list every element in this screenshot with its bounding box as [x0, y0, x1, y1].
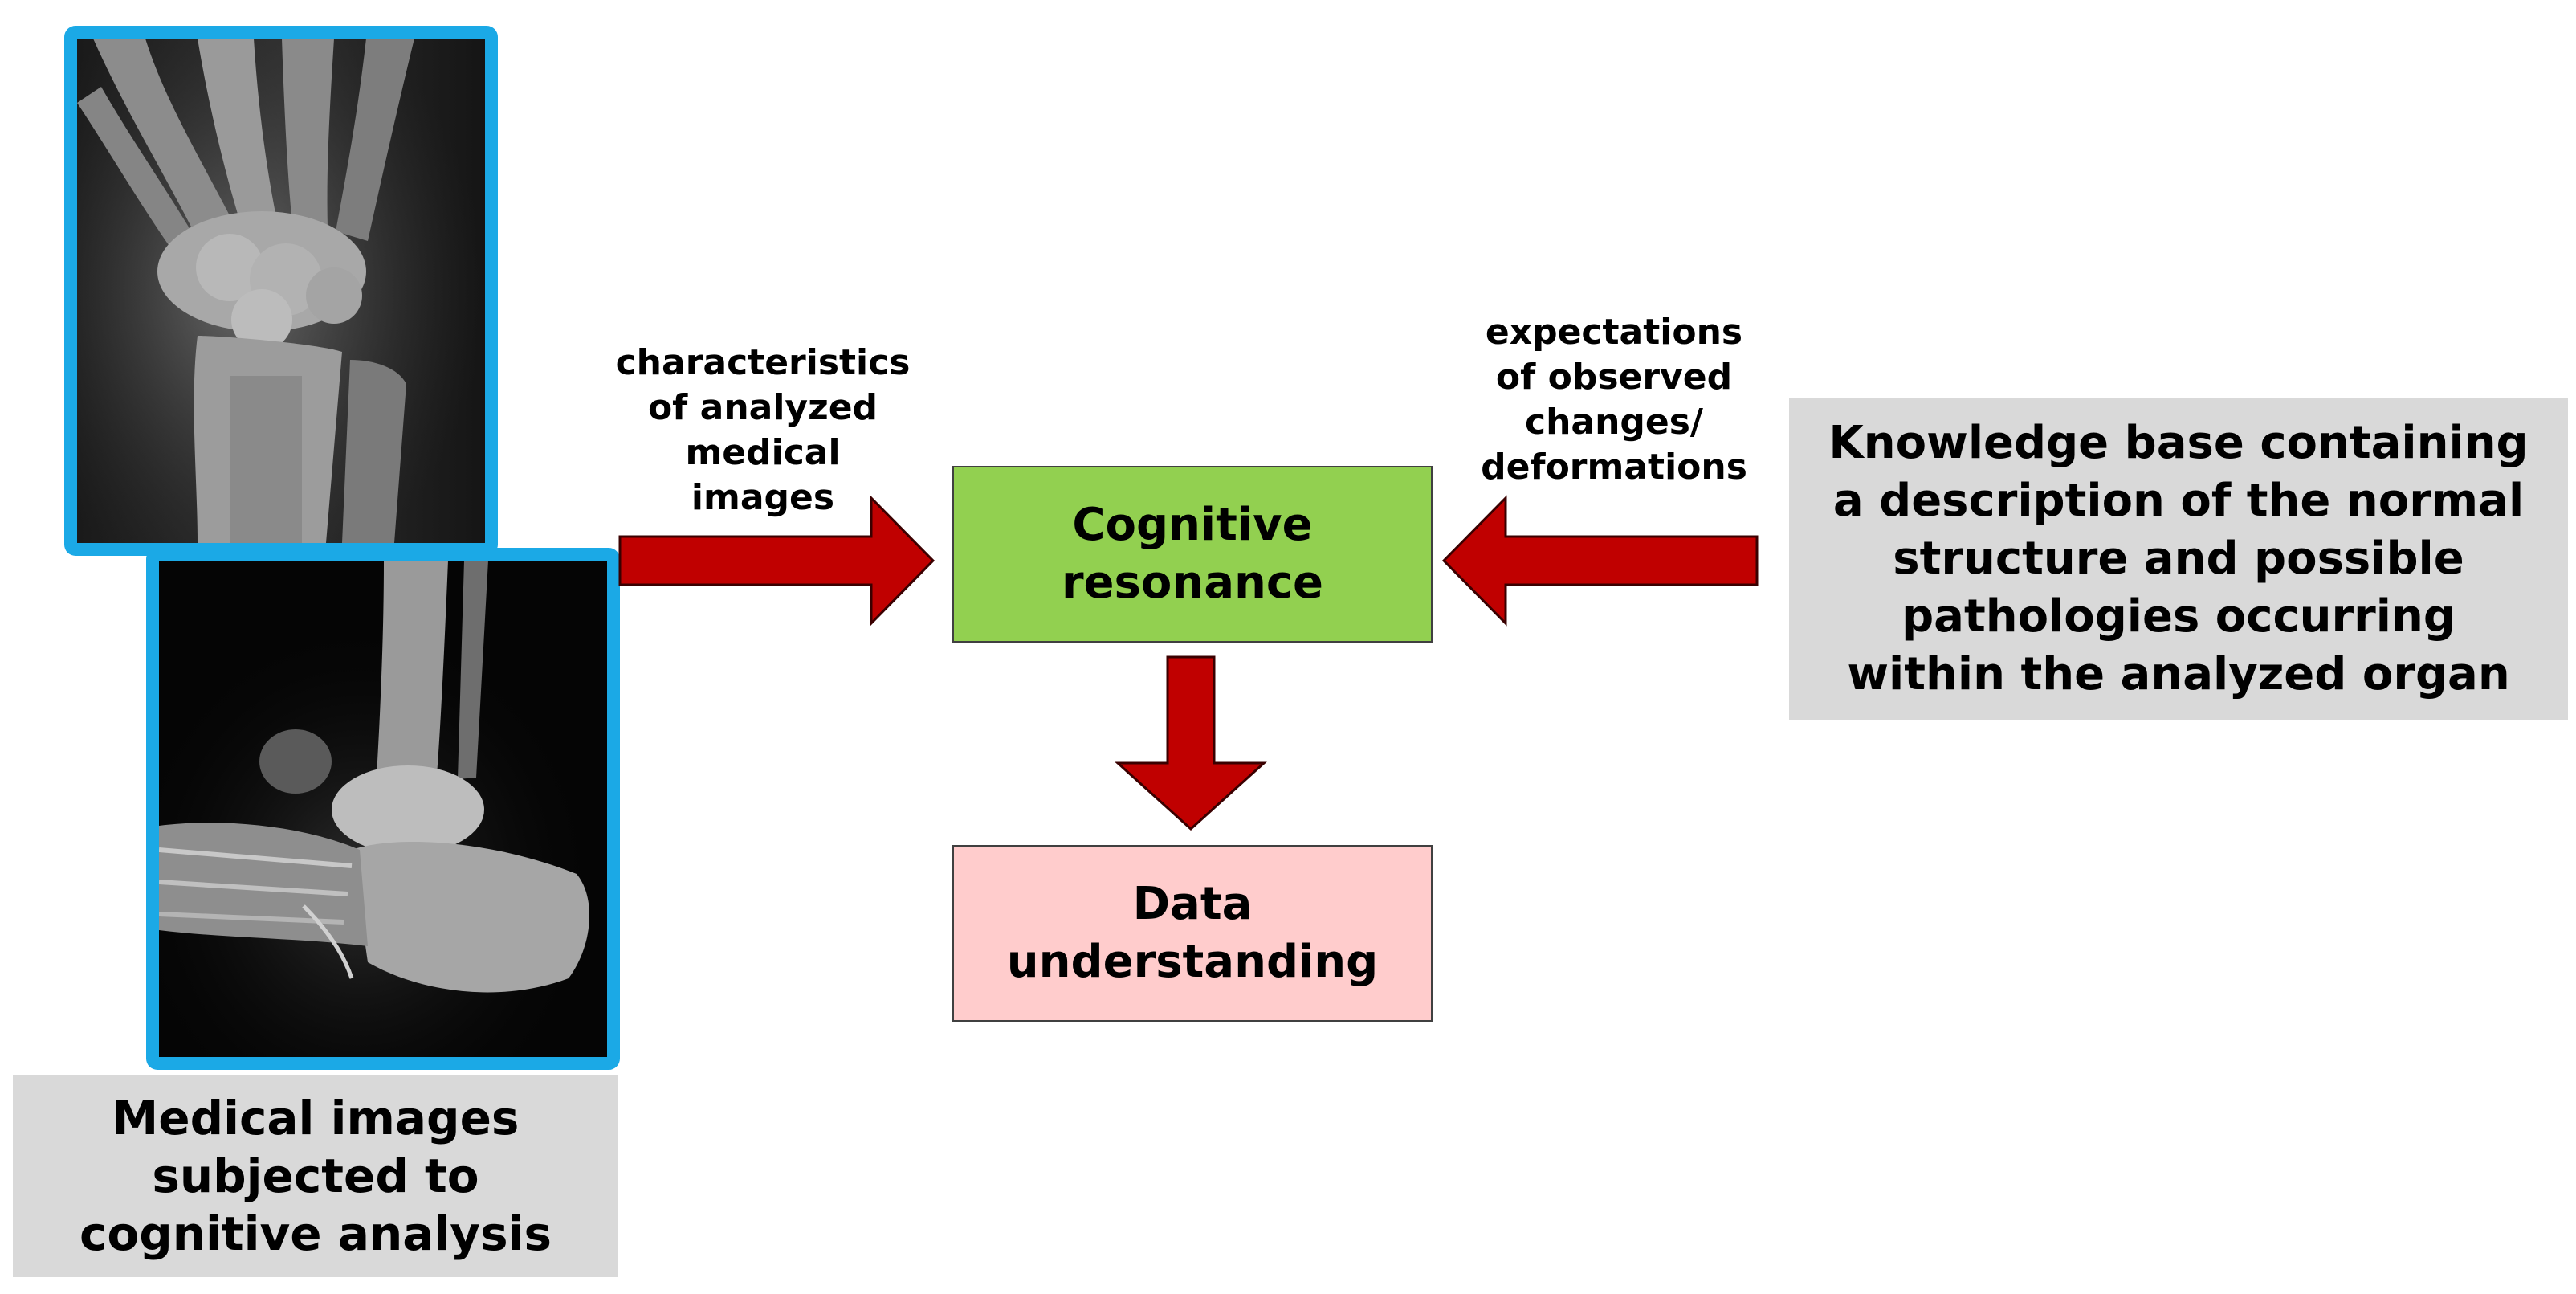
data-understanding-node: Data understanding — [952, 845, 1433, 1022]
knowledge-base-node: Knowledge base containing a description … — [1789, 398, 2568, 720]
cognitive-resonance-node: Cognitive resonance — [952, 466, 1433, 643]
data-understanding-label: Data understanding — [1006, 878, 1379, 988]
foot-xray-image — [146, 548, 620, 1070]
wrist-xray-image — [64, 26, 498, 556]
medical-images-caption: Medical images subjected to cognitive an… — [13, 1075, 618, 1277]
cognitive-resonance-label: Cognitive resonance — [1061, 499, 1324, 609]
arrow-images-to-resonance — [618, 495, 935, 627]
arrow-knowledge-to-resonance — [1441, 495, 1759, 627]
arrow-resonance-to-understanding — [1115, 655, 1267, 831]
edge-label-image-characteristics: characteristics of analyzed medical imag… — [615, 342, 911, 518]
knowledge-base-label: Knowledge base containing a description … — [1828, 417, 2529, 700]
edge-label-expectations: expectations of observed changes/ deform… — [1481, 312, 1747, 488]
medical-images-label: Medical images subjected to cognitive an… — [79, 1091, 552, 1261]
